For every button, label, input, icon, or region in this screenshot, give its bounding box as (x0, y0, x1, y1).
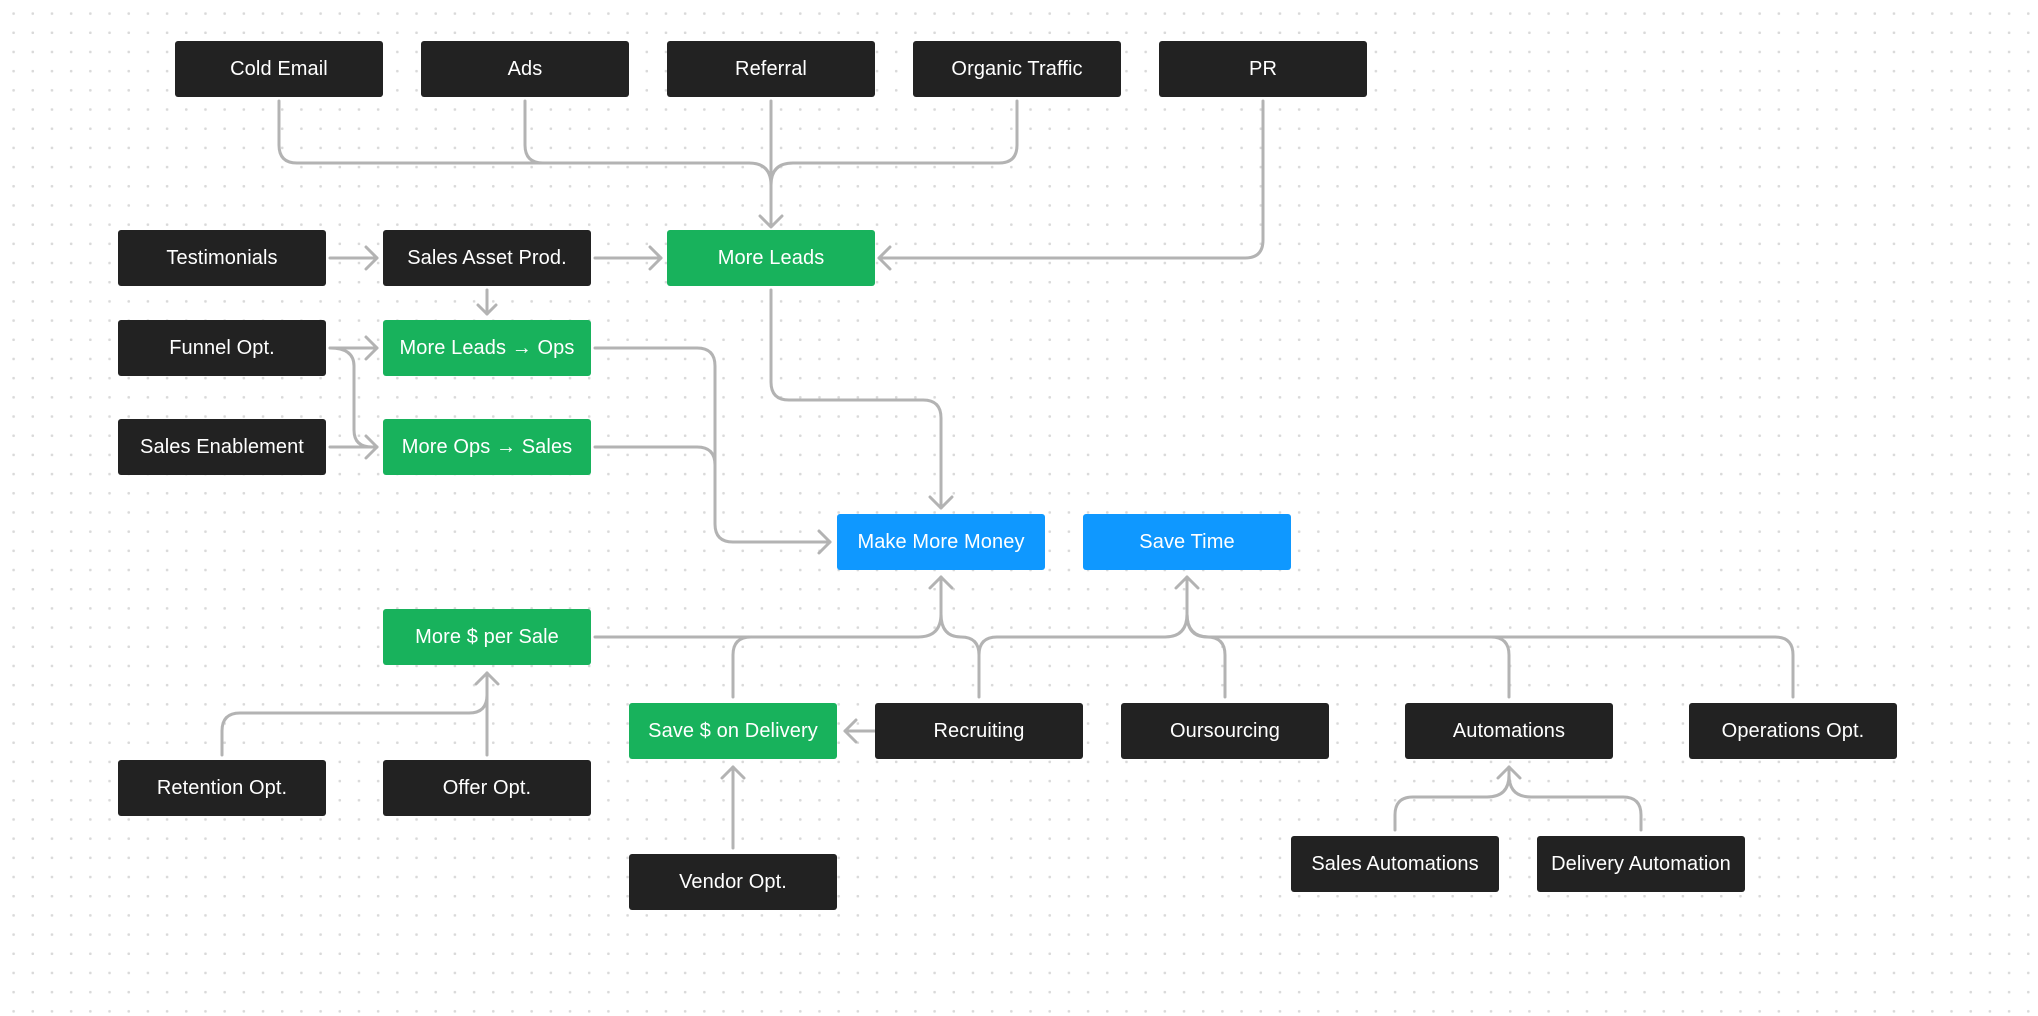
node-save-on-delivery[interactable]: Save $ on Delivery (629, 703, 837, 759)
arrow-save-delivery-bottom (720, 765, 746, 780)
node-label: Sales Enablement (140, 435, 304, 458)
wire-delivery-automation (1507, 773, 1643, 832)
node-label: PR (1249, 57, 1277, 80)
node-label: Ads (507, 57, 543, 80)
wire-ads (523, 99, 545, 165)
node-label: More Ops → Sales (401, 435, 573, 458)
node-label: Operations Opt. (1721, 719, 1865, 742)
wire-recruiting-up (977, 575, 1189, 699)
wire-organic-traffic (769, 99, 1019, 187)
node-delivery-automation[interactable]: Delivery Automation (1537, 836, 1745, 892)
node-more-leads[interactable]: More Leads (667, 230, 875, 286)
wire-oursourcing (1185, 612, 1227, 699)
node-label: Referral (735, 57, 807, 80)
node-sales-asset-prod[interactable]: Sales Asset Prod. (383, 230, 591, 286)
node-more-leads-to-ops[interactable]: More Leads → Ops (383, 320, 591, 376)
node-label: More Leads → Ops (399, 336, 575, 359)
arrow-save-time-bottom (1174, 575, 1200, 590)
node-more-ops-to-sales[interactable]: More Ops → Sales (383, 419, 591, 475)
wire-sales-automations (1393, 765, 1511, 832)
wire-more-leads-down (769, 288, 943, 510)
node-label: Organic Traffic (951, 57, 1083, 80)
node-more-per-sale[interactable]: More $ per Sale (383, 609, 591, 665)
node-testimonials[interactable]: Testimonials (118, 230, 326, 286)
arrow-sales-enable (364, 434, 379, 460)
node-label: Automations (1452, 719, 1566, 742)
node-referral[interactable]: Referral (667, 41, 875, 97)
arrow-sales-asset-down (476, 303, 498, 316)
arrow-pr (877, 245, 892, 271)
node-recruiting[interactable]: Recruiting (875, 703, 1083, 759)
node-label: More $ per Sale (415, 625, 559, 648)
node-organic-traffic[interactable]: Organic Traffic (913, 41, 1121, 97)
node-label: Oursourcing (1169, 719, 1281, 742)
node-label: Recruiting (933, 719, 1025, 742)
wire-funnel-branch (328, 346, 379, 449)
arrow-sales-asset (648, 245, 663, 271)
wire-pr (877, 99, 1265, 260)
node-label: Funnel Opt. (169, 336, 275, 359)
node-label: Cold Email (230, 57, 328, 80)
node-sales-enablement[interactable]: Sales Enablement (118, 419, 326, 475)
wire-more-per-sale (593, 575, 943, 639)
node-automations[interactable]: Automations (1405, 703, 1613, 759)
wire-recruiting-to-money (939, 612, 981, 657)
node-label: Vendor Opt. (679, 870, 787, 893)
node-offer-opt[interactable]: Offer Opt. (383, 760, 591, 816)
wire-operations (1489, 635, 1795, 699)
node-label: Sales Automations (1311, 852, 1479, 875)
node-label: More Leads (717, 246, 825, 269)
node-oursourcing[interactable]: Oursourcing (1121, 703, 1329, 759)
node-label: Testimonials (166, 246, 278, 269)
node-vendor-opt[interactable]: Vendor Opt. (629, 854, 837, 910)
node-label: Save Time (1139, 530, 1235, 553)
arrow-make-money-bottom (928, 575, 954, 590)
arrow-funnel (364, 335, 379, 361)
wire-automations (1185, 612, 1511, 699)
arrow-automations-bottom (1496, 765, 1522, 780)
node-label: Save $ on Delivery (648, 719, 818, 742)
node-make-more-money[interactable]: Make More Money (837, 514, 1045, 570)
node-pr[interactable]: PR (1159, 41, 1367, 97)
node-label: Retention Opt. (156, 776, 288, 799)
node-label: Offer Opt. (442, 776, 532, 799)
arrow-make-money-top (928, 495, 954, 510)
arrow-testimonials (364, 245, 379, 271)
wire-save-delivery-up (731, 635, 753, 699)
wire-more-leads-ops (593, 346, 832, 544)
arrow-make-money-left (817, 529, 832, 555)
node-sales-automations[interactable]: Sales Automations (1291, 836, 1499, 892)
node-cold-email[interactable]: Cold Email (175, 41, 383, 97)
wire-more-ops-sales (593, 445, 717, 467)
node-funnel-opt[interactable]: Funnel Opt. (118, 320, 326, 376)
node-save-time[interactable]: Save Time (1083, 514, 1291, 570)
arrow-save-delivery-right (843, 718, 858, 744)
node-label: Delivery Automation (1551, 852, 1731, 875)
node-retention-opt[interactable]: Retention Opt. (118, 760, 326, 816)
node-ads[interactable]: Ads (421, 41, 629, 97)
arrow-per-sale-bottom (474, 671, 500, 686)
node-label: Sales Asset Prod. (407, 246, 567, 269)
node-label: Make More Money (857, 530, 1025, 553)
wire-retention (220, 671, 489, 757)
node-operations-opt[interactable]: Operations Opt. (1689, 703, 1897, 759)
arrow-more-leads-top (758, 214, 784, 229)
